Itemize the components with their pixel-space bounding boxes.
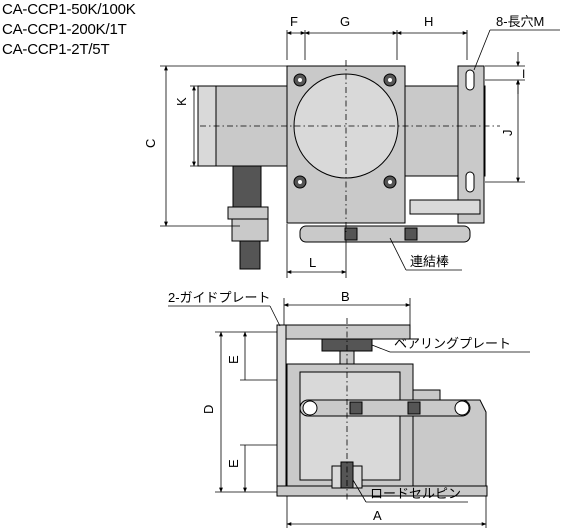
callout-guide-plate: 2-ガイドプレート xyxy=(168,290,271,305)
model-list: CA-CCP1-50K/100K CA-CCP1-200K/1T CA-CCP1… xyxy=(2,0,136,60)
rod-eye xyxy=(302,400,318,416)
callout-load-cell-pin: ロードセルピン xyxy=(370,486,461,501)
rod-eye xyxy=(454,400,470,416)
bolt-icon xyxy=(293,175,307,189)
callout-slot: 8-長穴M xyxy=(496,14,544,29)
rod-nut xyxy=(344,227,358,241)
dim-K: K xyxy=(174,97,189,106)
slot-hole xyxy=(465,171,475,193)
callout-link-rod: 連結棒 xyxy=(410,254,449,269)
dim-E-top: E xyxy=(226,355,241,364)
top-view: F G H 8-長穴M I J K C L 連結棒 xyxy=(143,14,560,278)
dim-E-bottom: E xyxy=(226,459,241,468)
dim-D: D xyxy=(201,405,216,414)
link-rod-front xyxy=(299,399,471,417)
rod-nut xyxy=(404,227,418,241)
load-cell-body-left xyxy=(211,85,293,167)
link-rod-top xyxy=(299,225,471,243)
base-plate xyxy=(276,485,488,497)
bolt-icon xyxy=(383,73,397,87)
bolt-icon xyxy=(293,73,307,87)
dim-L: L xyxy=(309,255,316,270)
guide-plate xyxy=(276,324,287,489)
rod-nut xyxy=(349,401,363,415)
gland-nut xyxy=(227,206,269,220)
model-name: CA-CCP1-2T/5T xyxy=(2,41,110,58)
front-view: 2-ガイドプレート B ベアリングプレート D E E ロードセルピン xyxy=(168,289,530,528)
dim-G: G xyxy=(340,14,350,29)
bolt-icon xyxy=(383,175,397,189)
dim-B: B xyxy=(341,289,350,304)
dim-C: C xyxy=(143,139,158,148)
model-name: CA-CCP1-50K/100K xyxy=(2,1,136,18)
dim-F: F xyxy=(290,14,298,29)
dim-A: A xyxy=(373,508,382,523)
slot-hole xyxy=(465,69,475,91)
rod-nut xyxy=(407,401,421,415)
dim-H: H xyxy=(424,14,433,29)
callout-bearing-plate: ベアリングプレート xyxy=(394,336,511,351)
clamp-plate xyxy=(409,199,481,215)
model-name: CA-CCP1-200K/1T xyxy=(2,21,127,38)
dim-I: I xyxy=(522,67,525,81)
mount-bracket xyxy=(457,65,485,224)
cable-gland xyxy=(232,165,262,211)
connector xyxy=(231,218,269,242)
cable xyxy=(239,240,261,270)
dim-J: J xyxy=(500,130,515,137)
